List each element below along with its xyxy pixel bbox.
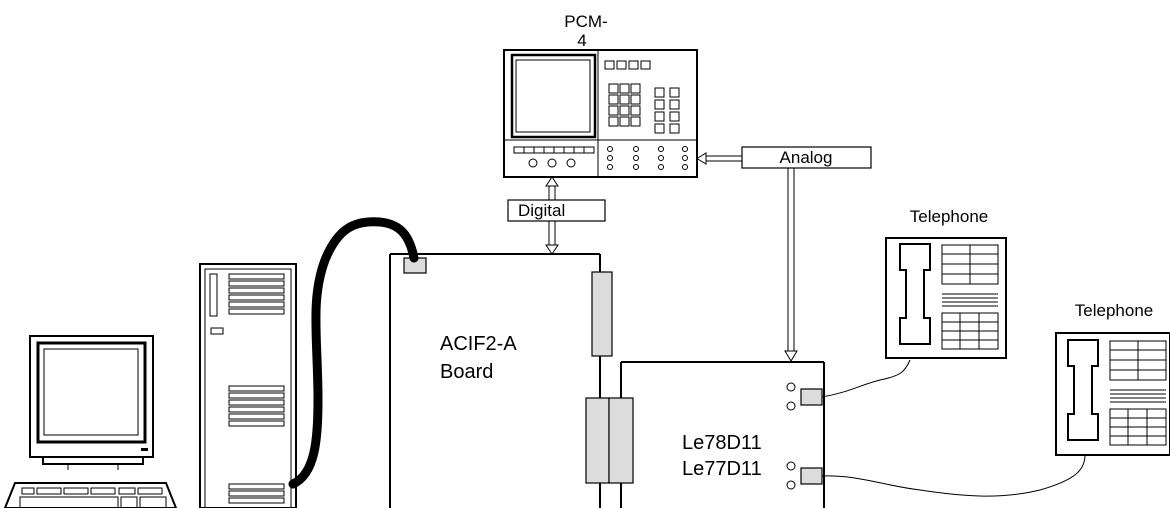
monitor xyxy=(29,335,154,470)
telephone-2-handset xyxy=(1067,339,1099,441)
chip-label-line1: Le78D11 xyxy=(682,432,762,454)
telephone-2: Telephone xyxy=(1055,301,1170,456)
monitor-stand xyxy=(42,456,144,465)
pcm4-screen xyxy=(510,53,597,139)
pcm4-label-line2: 4 xyxy=(577,31,586,50)
board-edge-connector-left xyxy=(585,397,610,484)
board-edge-connector-top xyxy=(591,271,613,357)
telephone-1: Telephone xyxy=(885,207,1007,359)
telephone-1-cord xyxy=(821,359,911,398)
digital-label: Digital xyxy=(518,201,565,220)
pcm4-case xyxy=(503,49,698,178)
board-label-line1: ACIF2-A xyxy=(440,333,517,355)
analog-label: Analog xyxy=(780,148,833,167)
telephone-2-body xyxy=(1055,332,1170,456)
telephone-1-handset xyxy=(899,243,931,345)
pcm4-instrument: PCM- 4 xyxy=(503,12,698,178)
acif2a-board: ACIF2-A Board xyxy=(389,253,634,508)
serial-cable xyxy=(288,217,419,489)
monitor-screen xyxy=(36,341,147,444)
pcm4-connectors xyxy=(607,146,688,170)
analog-link: Analog xyxy=(696,146,872,362)
keyboard xyxy=(3,482,178,508)
pcm4-label-line1: PCM- xyxy=(564,12,607,31)
tower-case xyxy=(199,263,297,508)
analog-label-box xyxy=(741,146,872,169)
tower-pc xyxy=(199,263,297,508)
telephone-1-label: Telephone xyxy=(910,207,988,226)
pcm4-keypad xyxy=(608,83,641,127)
keyboard-body xyxy=(3,482,178,508)
digital-label-box xyxy=(507,199,606,222)
monitor-case xyxy=(29,335,154,458)
phone-port-1 xyxy=(800,388,823,406)
le78d11-board: Le78D11 Le77D11 xyxy=(620,361,825,508)
phone-port-2 xyxy=(800,467,823,485)
board-edge-connector-right xyxy=(608,397,634,484)
chip-label-line2: Le77D11 xyxy=(682,458,762,480)
telephone-2-cord xyxy=(821,454,1086,497)
telephone-2-label: Telephone xyxy=(1075,301,1153,320)
digital-link: Digital xyxy=(507,176,606,255)
board-label-line2: Board xyxy=(440,361,493,383)
telephone-1-body xyxy=(885,237,1007,359)
